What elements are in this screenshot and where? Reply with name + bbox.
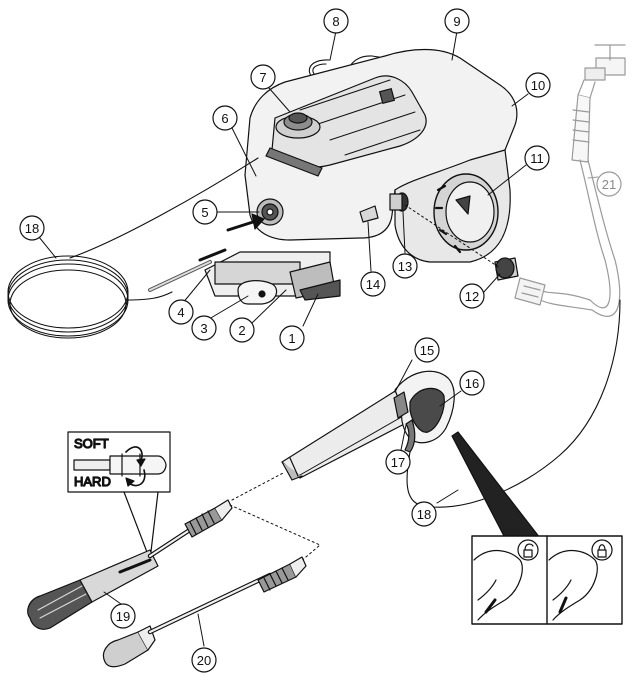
callout-19-label: 19 [116, 609, 130, 624]
brand-plate [265, 147, 323, 177]
callout-10-label: 10 [531, 78, 545, 93]
pressure-knob [275, 112, 321, 139]
callout-18: 18 [411, 501, 437, 527]
callout-6-label: 6 [221, 111, 228, 126]
stored-lance [148, 248, 227, 292]
callout-9: 9 [444, 8, 470, 34]
callout-2-label: 2 [238, 323, 245, 338]
callout-20-label: 20 [197, 653, 211, 668]
callout-12: 12 [459, 283, 485, 309]
callout-16: 16 [459, 370, 485, 396]
callout-3: 3 [191, 315, 217, 341]
callout-18-label: 18 [417, 507, 431, 522]
hose-connector [494, 257, 519, 281]
top-badge [379, 88, 395, 104]
callout-6: 6 [212, 105, 238, 131]
water-inlet [389, 192, 409, 212]
callout-2: 2 [229, 317, 255, 343]
soft-label: SOFT [74, 436, 109, 451]
callout-14-label: 14 [366, 277, 380, 292]
callout-13-label: 13 [398, 259, 412, 274]
dashed-guide-inlet [404, 204, 501, 269]
callout-8: 8 [323, 8, 349, 34]
washer-main-unit [148, 48, 518, 305]
callout-15: 15 [414, 337, 440, 363]
vario-power-lance [27, 499, 233, 630]
high-pressure-hose-coil [7, 157, 259, 339]
hard-label: HARD [74, 474, 111, 489]
callout-16-label: 16 [465, 376, 479, 391]
trigger-gun [281, 370, 455, 481]
callout-7-label: 7 [259, 70, 266, 85]
callout-7: 7 [250, 64, 276, 90]
storage-tray [204, 251, 341, 305]
dashed-guide-lances [229, 471, 321, 576]
callout-14: 14 [360, 271, 386, 297]
callout-21-label: 21 [602, 177, 616, 192]
callout-3-label: 3 [200, 321, 207, 336]
callout-5-label: 5 [201, 205, 208, 220]
trigger-lock-inset [451, 431, 623, 625]
callout-1-label: 1 [288, 331, 295, 346]
callout-11-label: 11 [530, 151, 544, 166]
callout-5: 5 [192, 199, 218, 225]
dirt-blaster-lance [102, 556, 307, 668]
callout-10: 10 [525, 72, 551, 98]
callout-20: 20 [191, 647, 217, 673]
callout-12-label: 12 [465, 289, 479, 304]
gun-hose [406, 299, 621, 508]
callout-21: 21 [596, 171, 622, 197]
callout-4: 4 [168, 299, 194, 325]
garden-tap-hose [514, 44, 626, 317]
callout-17: 17 [385, 449, 411, 475]
connect-arrow [226, 220, 255, 232]
callout-8-label: 8 [332, 14, 339, 29]
leader-lines [38, 30, 599, 647]
callout-1: 1 [279, 325, 305, 351]
callout-9-label: 9 [453, 14, 460, 29]
callout-19: 19 [110, 603, 136, 629]
callout-17-label: 17 [391, 455, 405, 470]
callout-18-coil: 18 [19, 215, 45, 241]
callout-18-label: 18 [25, 221, 39, 236]
callout-11: 11 [524, 145, 550, 171]
callout-4-label: 4 [177, 305, 184, 320]
callout-13: 13 [392, 253, 418, 279]
soft-hard-inset: SOFT HARD [67, 431, 171, 561]
hose-reel-wheel [433, 173, 499, 254]
inlet-fitting [359, 205, 379, 223]
inset-lance-body [73, 459, 111, 471]
callout-15-label: 15 [420, 343, 434, 358]
